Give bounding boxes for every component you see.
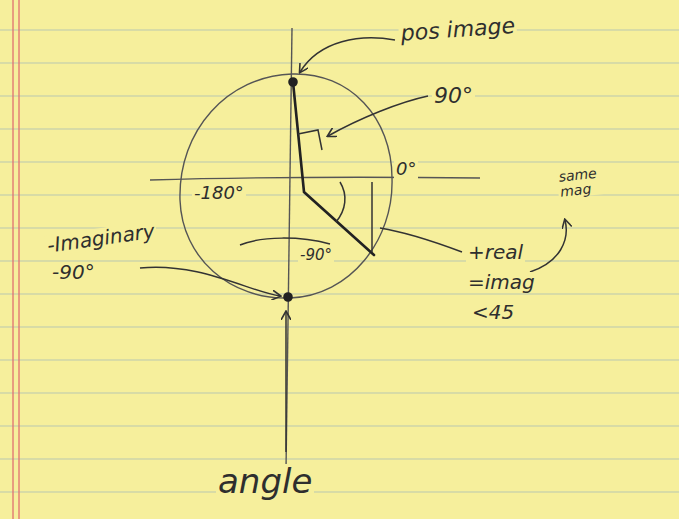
axis-label: -Imaginary <box>44 220 158 256</box>
angle-label: -90° <box>50 262 97 283</box>
angle-label: 0° <box>394 160 418 179</box>
note-label: same mag <box>556 165 609 199</box>
angle-label: 90° <box>432 84 475 107</box>
ruled-lines <box>0 30 679 492</box>
axis-label: pos image <box>398 14 518 45</box>
unit-circle <box>150 28 480 470</box>
angle-marks <box>240 130 372 252</box>
margin-lines <box>13 0 19 519</box>
axis-label: angle <box>216 464 314 500</box>
leader-arrows <box>140 38 566 452</box>
angle-label: -180° <box>192 184 246 203</box>
angle-label: <45 <box>470 302 516 323</box>
angle-label: -90° <box>298 248 334 264</box>
component-label: +real <box>466 242 525 263</box>
phasor <box>285 79 375 301</box>
component-label: =imag <box>466 272 537 293</box>
